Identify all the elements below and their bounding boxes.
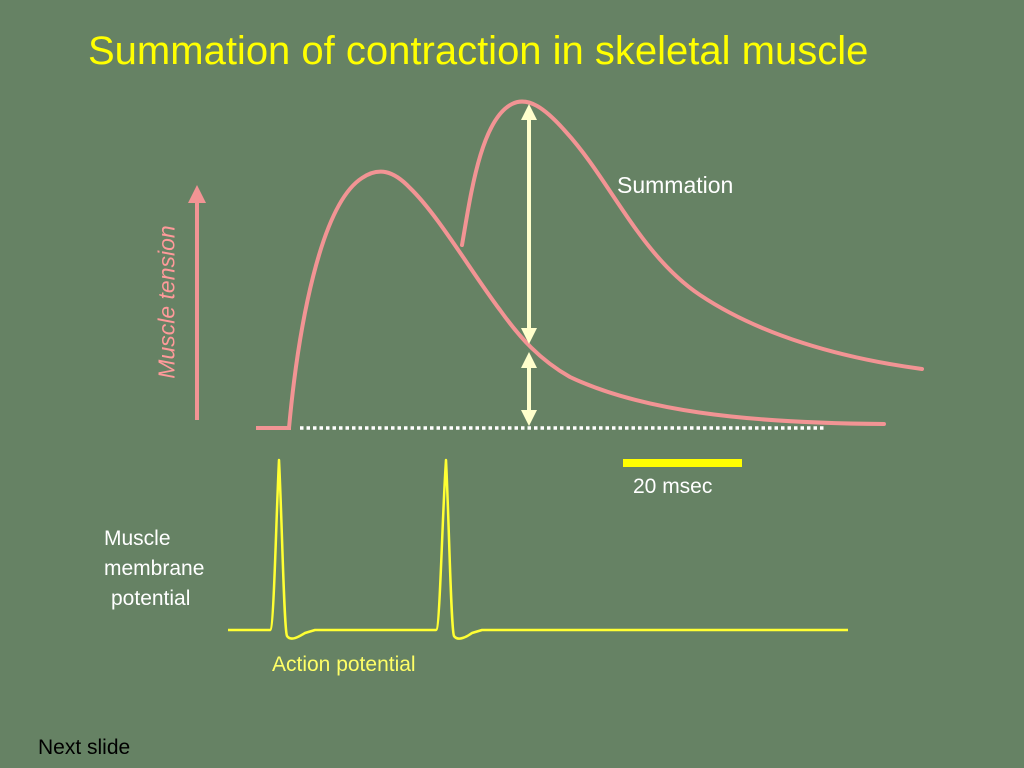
action-potential-label: Action potential	[272, 653, 416, 676]
single-twitch-curve	[287, 169, 886, 430]
membrane-potential-trace	[228, 458, 848, 640]
membrane-label-line3: potential	[111, 587, 191, 610]
membrane-label-line2: membrane	[104, 557, 205, 580]
scale-bar-label: 20 msec	[633, 475, 713, 498]
membrane-potential-label: Muscle membrane potential	[104, 524, 204, 614]
summation-label: Summation	[617, 172, 734, 198]
membrane-label-line1: Muscle	[104, 527, 171, 550]
muscle-tension-axis-label: Muscle tension	[153, 225, 180, 379]
slide-title: Summation of contraction in skeletal mus…	[88, 29, 869, 73]
time-scale-bar	[623, 459, 742, 467]
next-slide-link[interactable]: Next slide	[38, 736, 131, 759]
summated-twitch-curve	[460, 99, 924, 371]
